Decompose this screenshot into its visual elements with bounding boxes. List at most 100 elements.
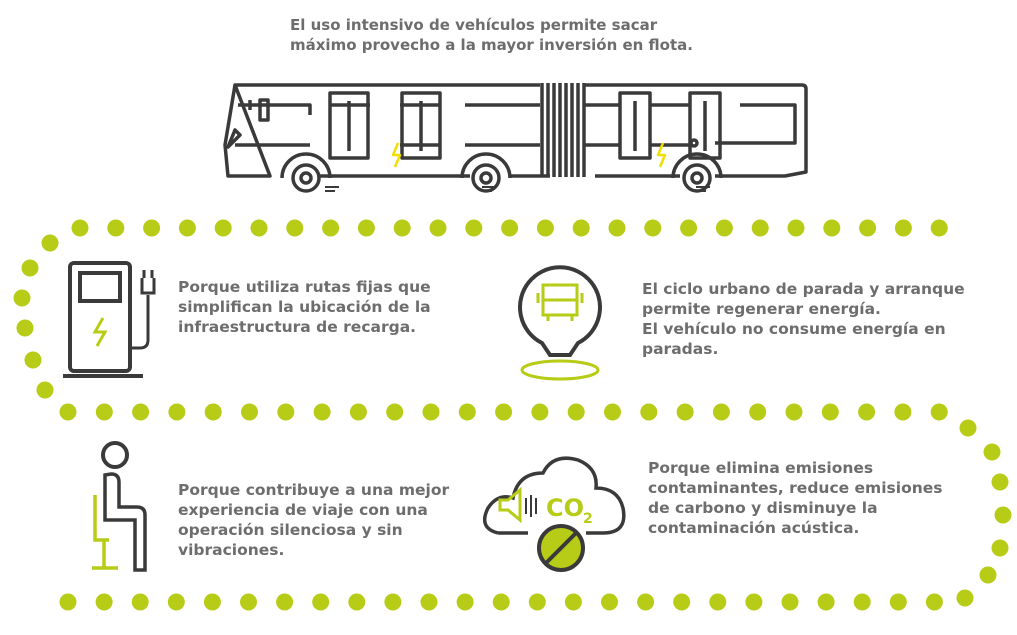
path-dot: [386, 403, 404, 421]
path-dot: [313, 403, 331, 421]
path-dot: [241, 403, 258, 421]
path-dot: [492, 593, 510, 611]
path-dot: [644, 219, 662, 237]
path-dot: [384, 593, 402, 611]
path-dot: [143, 219, 161, 237]
path-dot: [429, 219, 447, 237]
path-dot: [21, 259, 39, 277]
path-dot: [59, 593, 77, 611]
path-dot: [894, 219, 912, 237]
path-dot: [95, 593, 113, 611]
path-dot: [712, 403, 730, 421]
path-dot: [991, 473, 1009, 491]
path-dot: [956, 589, 974, 607]
path-dot: [203, 593, 221, 611]
path-dot: [751, 219, 769, 237]
path-dot: [24, 351, 42, 369]
path-dot: [680, 219, 698, 237]
path-dot: [286, 219, 304, 237]
seated-passenger-icon: [92, 441, 147, 572]
path-dot: [71, 219, 89, 237]
path-dot: [131, 593, 149, 611]
path-dot: [640, 403, 658, 421]
path-dot: [564, 593, 582, 611]
path-dot: [821, 403, 839, 421]
path-dot: [781, 593, 799, 611]
path-dot: [567, 403, 585, 421]
path-dot: [991, 539, 1009, 557]
path-dot: [859, 219, 877, 237]
path-dot: [132, 403, 150, 421]
path-dot: [420, 593, 438, 611]
co2-subscript: 2: [583, 511, 593, 527]
path-dot: [422, 403, 440, 421]
path-dot: [673, 593, 691, 611]
path-dot: [983, 443, 1001, 461]
path-dot: [41, 234, 59, 252]
path-dot: [853, 593, 871, 611]
path-dot: [749, 403, 767, 421]
benefit-text-charging: Porque utiliza rutas fijas que simplific…: [178, 278, 431, 336]
path-dot: [925, 593, 943, 611]
path-dot: [930, 403, 948, 421]
path-dot: [528, 593, 546, 611]
path-dot: [312, 593, 330, 611]
path-dot: [240, 593, 257, 611]
path-dot: [456, 593, 474, 611]
path-dot: [745, 593, 763, 611]
path-dot: [858, 403, 876, 421]
path-dot: [676, 403, 694, 421]
charging-station-icon: [63, 261, 156, 378]
path-dot: [348, 593, 366, 611]
path-dot: [536, 219, 554, 237]
path-dot: [994, 506, 1012, 524]
path-dot: [167, 593, 185, 611]
path-dot: [709, 593, 727, 611]
path-dot: [107, 219, 125, 237]
no-emissions-cloud-icon: CO 2: [482, 456, 626, 572]
path-dot: [322, 219, 340, 237]
benefit-text-comfort: Porque contribuye a una mejor experienci…: [178, 481, 450, 559]
path-dot: [637, 593, 655, 611]
path-dot: [16, 319, 34, 337]
path-dot: [465, 219, 483, 237]
path-dot: [823, 219, 841, 237]
path-dot: [393, 219, 411, 237]
path-dot: [601, 593, 618, 611]
articulated-bus-icon: [223, 83, 808, 193]
path-dot: [979, 566, 997, 584]
bus-stop-location-icon: [518, 265, 602, 381]
co2-label: CO: [546, 494, 584, 522]
path-dot: [357, 219, 375, 237]
path-dot: [13, 289, 31, 307]
path-dot: [59, 403, 77, 421]
path-dot: [349, 403, 367, 421]
path-dot: [178, 219, 196, 237]
path-dot: [95, 403, 113, 421]
path-dot: [277, 403, 295, 421]
path-dot: [214, 219, 232, 237]
benefit-text-emissions: Porque elimina emisiones contaminantes, …: [648, 459, 943, 537]
path-dot: [501, 219, 519, 237]
path-dot: [531, 403, 549, 421]
path-dot: [787, 219, 805, 237]
path-dot: [250, 219, 268, 237]
path-dot: [168, 403, 186, 421]
path-dot: [894, 403, 912, 421]
path-dot: [458, 403, 476, 421]
path-dot: [715, 219, 733, 237]
path-dot: [495, 403, 513, 421]
path-dot: [785, 403, 803, 421]
path-dot: [959, 419, 977, 437]
heading: El uso intensivo de vehículos permite sa…: [290, 16, 693, 54]
path-dot: [604, 403, 621, 421]
path-dot: [608, 219, 626, 237]
path-dot: [889, 593, 907, 611]
path-dot: [930, 219, 948, 237]
path-dot: [204, 403, 222, 421]
path-dot: [817, 593, 835, 611]
path-dot: [572, 219, 590, 237]
path-dot: [36, 381, 54, 399]
